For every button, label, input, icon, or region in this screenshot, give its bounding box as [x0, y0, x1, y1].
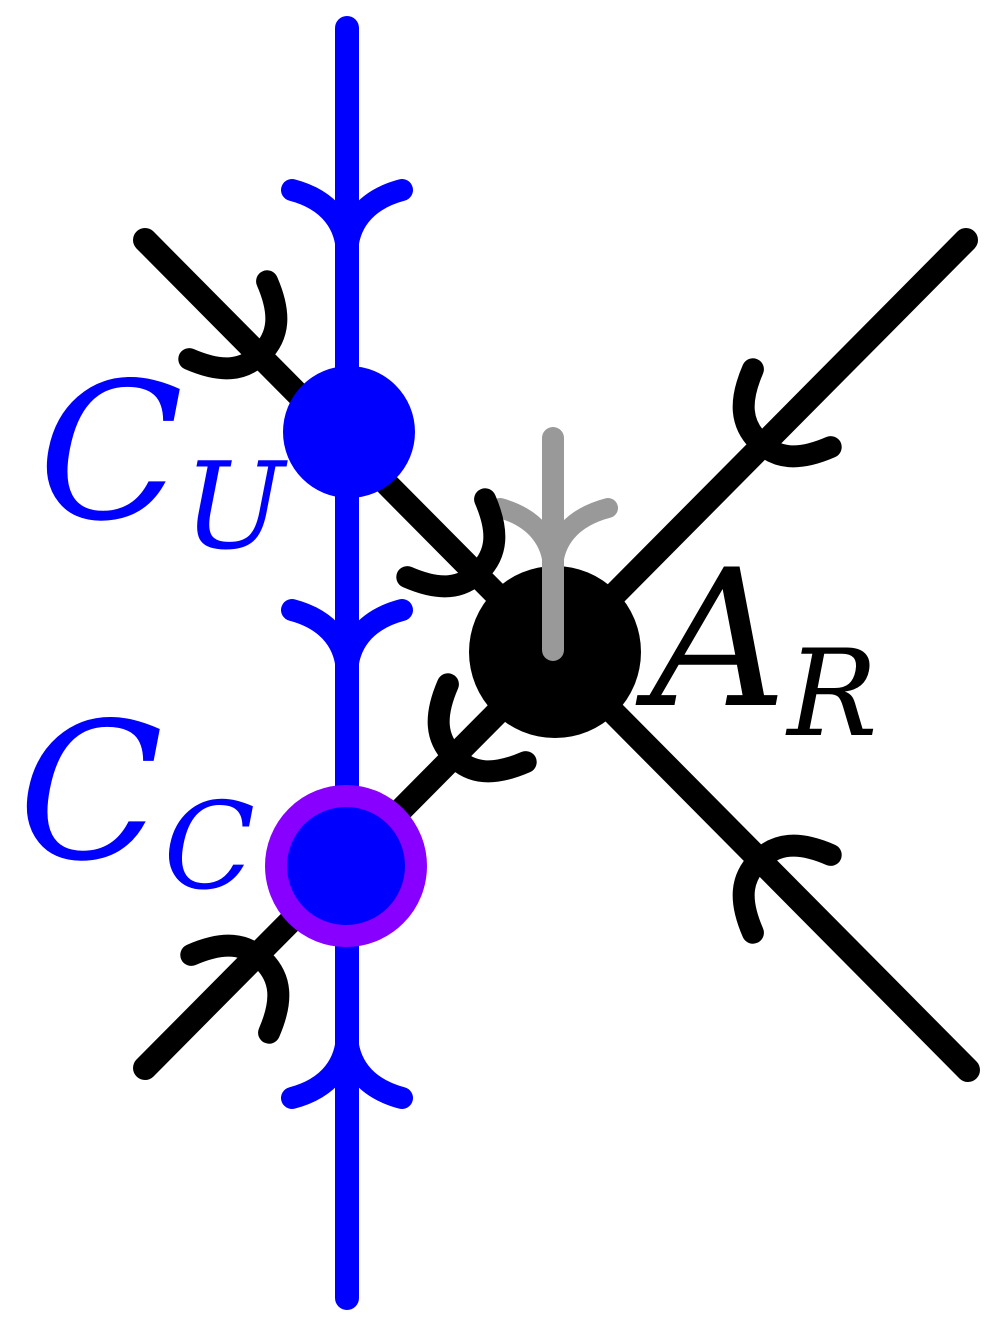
- label-cc-sub: C: [163, 778, 255, 917]
- label-cu: CU: [38, 342, 288, 577]
- label-cc: CC: [18, 682, 255, 917]
- arrow-down-right-icon: [396, 488, 506, 598]
- arrow-up-right-icon: [180, 934, 290, 1044]
- label-ar-sub: R: [785, 625, 877, 764]
- arrow-down-icon: [281, 179, 413, 256]
- label-cc-main: C: [18, 682, 163, 903]
- label-cu-sub: U: [183, 438, 288, 577]
- arrow-down-left-icon: [427, 673, 537, 783]
- arrow-down-icon: [281, 599, 413, 676]
- label-ar-main: A: [635, 529, 787, 750]
- arrow-down-left-icon: [732, 358, 842, 468]
- node-cc: [265, 785, 427, 947]
- label-ar: AR: [635, 529, 878, 764]
- node-cu: [283, 366, 415, 498]
- arrow-up-icon: [281, 1032, 413, 1109]
- label-cu-main: C: [38, 342, 183, 563]
